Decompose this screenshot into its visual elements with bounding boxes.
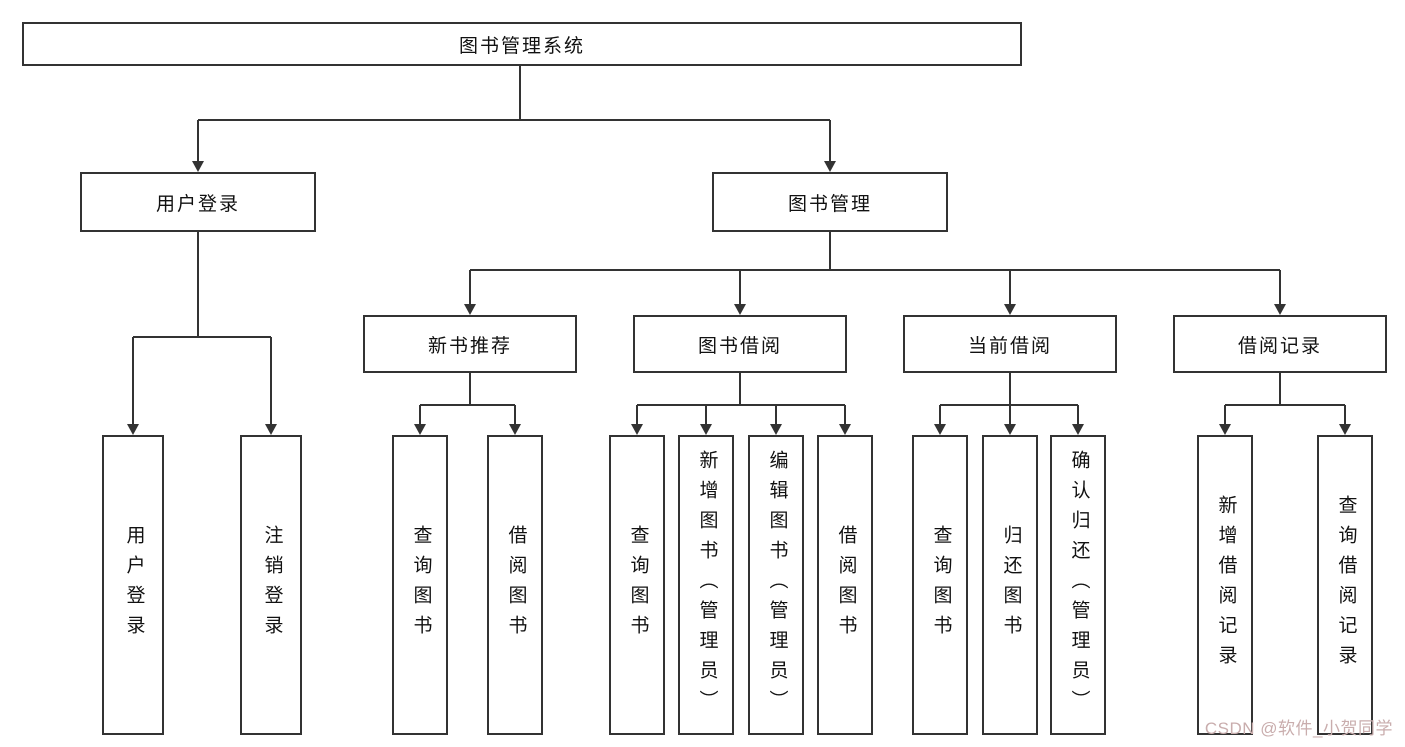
leaf-logout: 注销登录: [240, 435, 302, 735]
leaf-edit-book-admin: 编辑图书（管理员）: [748, 435, 804, 735]
leaf-confirm-return-admin-label: 确认归还（管理员）: [1068, 450, 1090, 720]
node-user-login: 用户登录: [80, 172, 316, 232]
node-book-borrow: 图书借阅: [633, 315, 847, 373]
leaf-return-books: 归还图书: [982, 435, 1038, 735]
leaf-user-login: 用户登录: [102, 435, 164, 735]
node-book-management: 图书管理: [712, 172, 948, 232]
leaf-borrow-books-recommend-label: 借阅图书: [505, 525, 527, 645]
leaf-query-books-current: 查询图书: [912, 435, 968, 735]
leaf-return-books-label: 归还图书: [1000, 525, 1022, 645]
leaf-logout-label: 注销登录: [261, 525, 283, 645]
leaf-edit-book-admin-label: 编辑图书（管理员）: [766, 450, 788, 720]
node-book-management-label: 图书管理: [787, 193, 872, 215]
leaf-query-borrow-record-label: 查询借阅记录: [1335, 495, 1357, 675]
node-current-borrow: 当前借阅: [903, 315, 1117, 373]
leaf-query-borrow-record: 查询借阅记录: [1317, 435, 1373, 735]
node-new-book-recommend-label: 新书推荐: [427, 335, 512, 357]
leaf-query-books-current-label: 查询图书: [930, 525, 952, 645]
leaf-query-books-recommend: 查询图书: [392, 435, 448, 735]
leaf-user-login-label: 用户登录: [123, 525, 145, 645]
leaf-query-books-borrow-label: 查询图书: [627, 525, 649, 645]
leaf-query-books-borrow: 查询图书: [609, 435, 665, 735]
node-new-book-recommend: 新书推荐: [363, 315, 577, 373]
leaf-borrow-books-label: 借阅图书: [835, 525, 857, 645]
node-root-label: 图书管理系统: [458, 35, 585, 57]
node-root-system: 图书管理系统: [22, 22, 1022, 66]
node-user-login-label: 用户登录: [155, 193, 240, 215]
leaf-query-books-recommend-label: 查询图书: [410, 525, 432, 645]
leaf-add-borrow-record: 新增借阅记录: [1197, 435, 1253, 735]
node-borrow-records-label: 借阅记录: [1237, 335, 1322, 357]
leaf-borrow-books: 借阅图书: [817, 435, 873, 735]
leaf-borrow-books-recommend: 借阅图书: [487, 435, 543, 735]
leaf-add-book-admin-label: 新增图书（管理员）: [696, 450, 718, 720]
leaf-confirm-return-admin: 确认归还（管理员）: [1050, 435, 1106, 735]
node-borrow-records: 借阅记录: [1173, 315, 1387, 373]
leaf-add-borrow-record-label: 新增借阅记录: [1215, 495, 1237, 675]
leaf-add-book-admin: 新增图书（管理员）: [678, 435, 734, 735]
watermark-text: CSDN @软件_小贺同学: [1204, 719, 1393, 738]
node-current-borrow-label: 当前借阅: [967, 335, 1052, 357]
node-book-borrow-label: 图书借阅: [697, 335, 782, 357]
